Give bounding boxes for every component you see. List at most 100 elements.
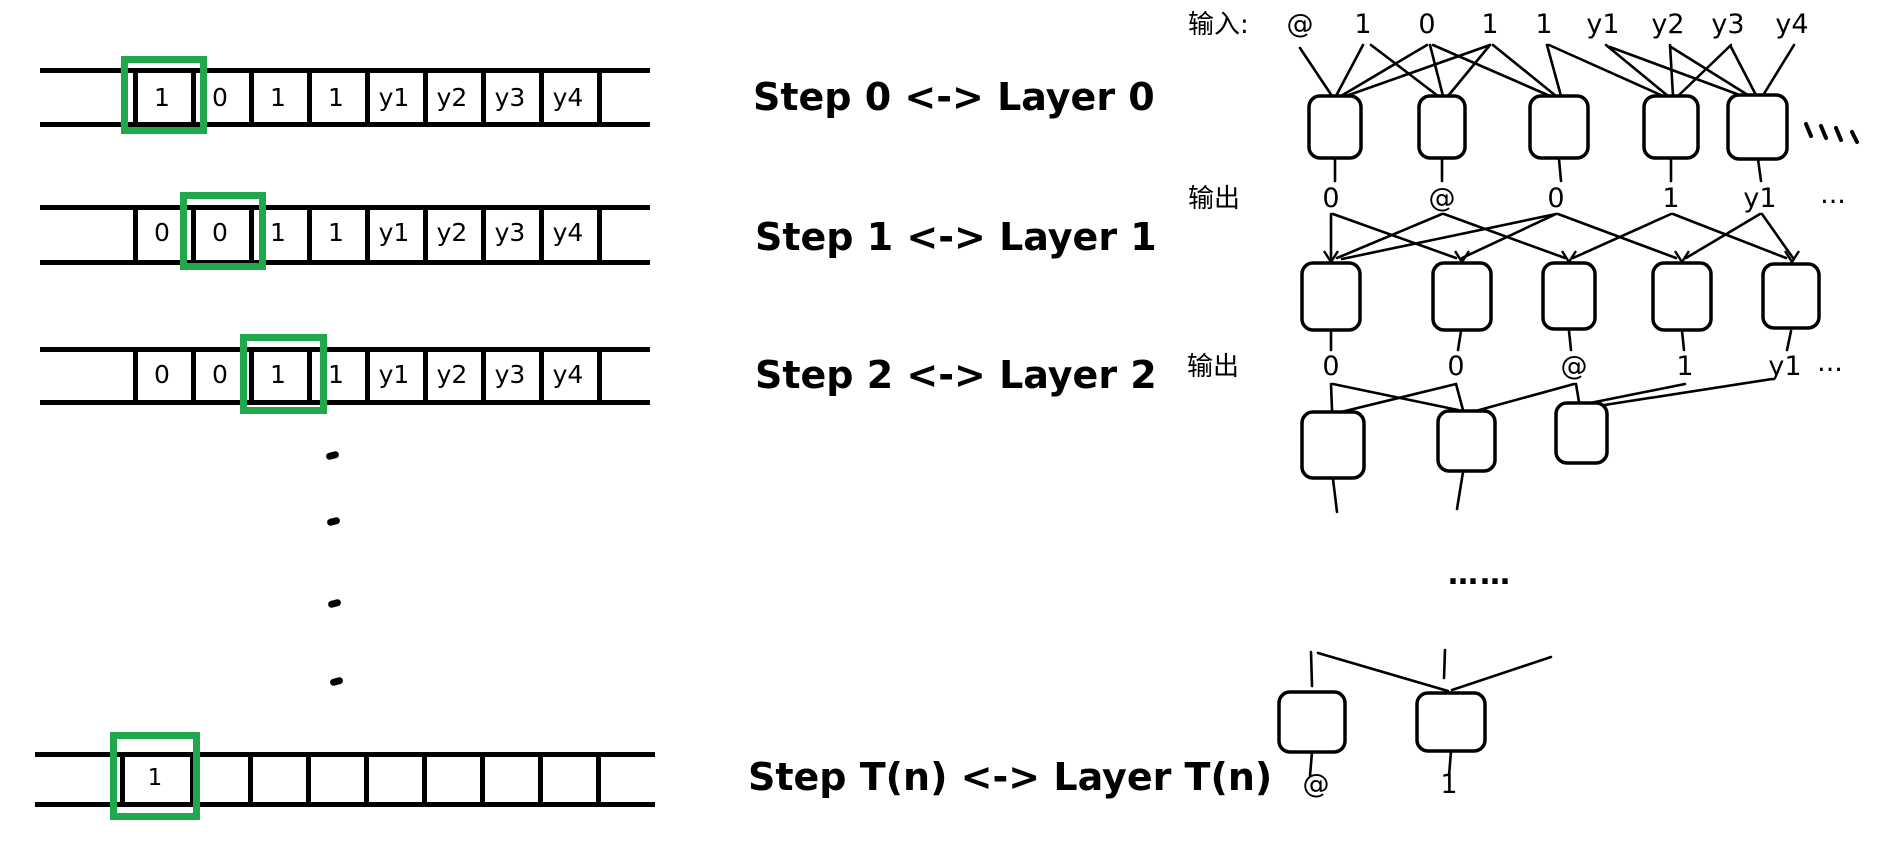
layer1-node <box>1761 262 1821 330</box>
continuation-ticks <box>1804 122 1859 144</box>
step-layer-label-1: Step 1 <-> Layer 1 <box>755 215 1157 259</box>
mid-ellipsis: …… <box>1448 557 1512 592</box>
tape-cell: y2 <box>436 360 468 389</box>
tape-cell: 1 <box>154 83 170 112</box>
input-token: 0 <box>1418 9 1435 40</box>
layer1-node <box>1431 261 1493 332</box>
final-output: @ <box>1303 769 1330 800</box>
input-token-row: @ 1 0 1 1 y1 y2 y3 y4 <box>1287 9 1809 40</box>
input-label: 输入: <box>1188 10 1249 40</box>
layer0-nodes <box>1307 93 1789 161</box>
final-node <box>1277 690 1347 754</box>
layer0-output: @ <box>1429 183 1456 214</box>
tape-cell-separators <box>190 752 602 807</box>
tape-cell: y4 <box>552 360 584 389</box>
layer0-node <box>1528 94 1590 160</box>
input-token: y1 <box>1586 9 1619 40</box>
tape-cell: 0 <box>212 218 228 247</box>
tape-cell: 0 <box>154 360 170 389</box>
layer0-output-row: 0 @ 0 1 y1 ... <box>1322 179 1845 214</box>
tape-cell-separator <box>120 752 125 807</box>
vertical-ellipsis-dot <box>325 450 340 461</box>
tape-head-highlight <box>240 334 327 414</box>
layer0-output-to-layer1-edges <box>1329 212 1795 261</box>
output-label-0: 输出 <box>1188 184 1240 214</box>
layer0-output: y1 <box>1743 183 1776 214</box>
layer0-node <box>1642 94 1700 160</box>
layer1-output: y1 <box>1768 351 1801 382</box>
tape-cell: y2 <box>436 83 468 112</box>
tape-cell: 0 <box>212 83 228 112</box>
tape-cell: 1 <box>270 218 286 247</box>
tape-cell: y4 <box>552 83 584 112</box>
input-to-layer0-edges <box>1298 43 1796 99</box>
tape-cell: y3 <box>494 218 526 247</box>
step-layer-label-2: Step 2 <-> Layer 2 <box>755 353 1157 397</box>
tape-cell-separators <box>133 68 603 127</box>
tape-cell: 1 <box>328 360 344 389</box>
neural-network-diagram: 输入: @ 1 0 1 1 y1 y2 y3 y4 输出 0 @ 0 1 y1 … <box>1187 9 1859 800</box>
input-token: 1 <box>1535 9 1552 40</box>
layer2-node <box>1436 409 1497 473</box>
final-layer-nodes <box>1277 690 1487 754</box>
layer0-output-stems <box>1333 157 1763 183</box>
input-token: y4 <box>1775 9 1808 40</box>
tape-cell: y2 <box>436 218 468 247</box>
layer0-output: 0 <box>1322 183 1339 214</box>
layer0-node <box>1307 94 1363 160</box>
input-token: @ <box>1287 9 1314 40</box>
tape-cell: 0 <box>212 360 228 389</box>
layer1-output-stems <box>1329 329 1793 352</box>
output-label-1: 输出 <box>1187 352 1239 382</box>
final-output-stems <box>1308 749 1453 778</box>
tape-cell: 1 <box>147 765 163 791</box>
final-layer-input-edges <box>1309 648 1553 693</box>
layer0-output: 1 <box>1662 183 1679 214</box>
layer1-node <box>1651 261 1713 332</box>
final-node <box>1415 691 1487 753</box>
tape-head-highlight <box>110 732 200 820</box>
layer2-node <box>1300 410 1366 480</box>
input-token: y3 <box>1711 9 1744 40</box>
tape-cell-separators <box>133 205 603 265</box>
layer1-node <box>1541 261 1597 331</box>
tape-head-highlight <box>121 56 207 134</box>
tape-cell: y3 <box>494 83 526 112</box>
tape-cell: 1 <box>270 83 286 112</box>
layer1-output: @ <box>1561 351 1588 382</box>
tape-cell: y1 <box>378 83 410 112</box>
layer2-node <box>1554 401 1609 465</box>
final-output-row: @ 1 <box>1303 769 1458 800</box>
tape-head-highlight <box>180 192 266 270</box>
layer2-nodes <box>1300 401 1609 480</box>
step-layer-label-0: Step 0 <-> Layer 0 <box>753 75 1155 119</box>
tape-cell-separators <box>133 347 603 405</box>
tape-cell: 1 <box>270 360 286 389</box>
layer1-output-to-layer2-edges <box>1329 377 1774 414</box>
layer1-output-row: 0 0 @ 1 y1 ... <box>1322 347 1842 382</box>
tape-cell: 1 <box>328 218 344 247</box>
step-layer-label-T: Step T(n) <-> Layer T(n) <box>748 755 1273 799</box>
final-output: 1 <box>1440 769 1457 800</box>
input-token: 1 <box>1354 9 1371 40</box>
tape-cell: y4 <box>552 218 584 247</box>
vertical-ellipsis-dot <box>326 516 341 527</box>
layer1-nodes <box>1300 261 1821 332</box>
layer2-output-stems <box>1331 470 1465 514</box>
layer0-output: 0 <box>1547 183 1564 214</box>
layer1-output: 0 <box>1322 351 1339 382</box>
tape-cell: y3 <box>494 360 526 389</box>
input-token: y2 <box>1651 9 1684 40</box>
tape-cell: y1 <box>378 218 410 247</box>
layer1-output: 1 <box>1676 351 1693 382</box>
tape-cell: 0 <box>154 218 170 247</box>
vertical-ellipsis-dot <box>327 598 342 609</box>
layer1-node <box>1300 261 1362 332</box>
layer0-node <box>1726 93 1789 161</box>
layer0-output-ellipsis: ... <box>1820 179 1846 210</box>
tape-cell: y1 <box>378 360 410 389</box>
vertical-ellipsis-dot <box>329 676 344 687</box>
layer0-node <box>1417 94 1467 160</box>
layer1-output-ellipsis: ... <box>1817 347 1843 378</box>
